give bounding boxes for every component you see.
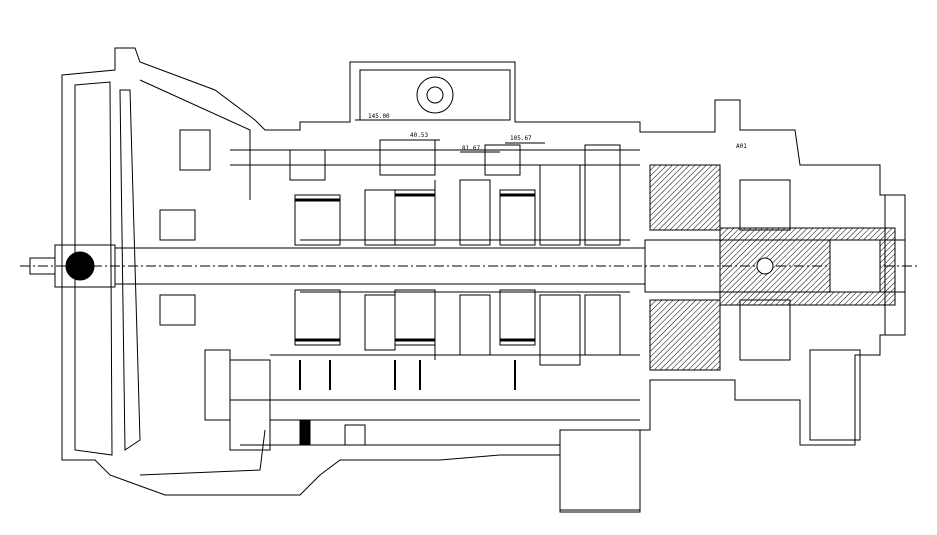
gear-4 (459, 179, 491, 356)
dim-label: 105.67 (510, 135, 532, 142)
gear-5 (499, 189, 536, 346)
dim-label: 145.00 (368, 113, 390, 120)
dim-label: A01 (736, 143, 747, 150)
dim-label: 81.67 (462, 145, 480, 152)
gear-2 (364, 189, 396, 351)
dim-label: 40.53 (410, 132, 428, 139)
gear-1 (294, 194, 341, 346)
main-shaft (20, 164, 920, 371)
gear-6 (539, 164, 581, 366)
gear-7 (584, 144, 621, 356)
dimension-labels: 145.00 40.53 81.67 105.67 A01 (355, 113, 747, 153)
gear-3 (394, 189, 436, 346)
gear-sets (289, 139, 630, 446)
